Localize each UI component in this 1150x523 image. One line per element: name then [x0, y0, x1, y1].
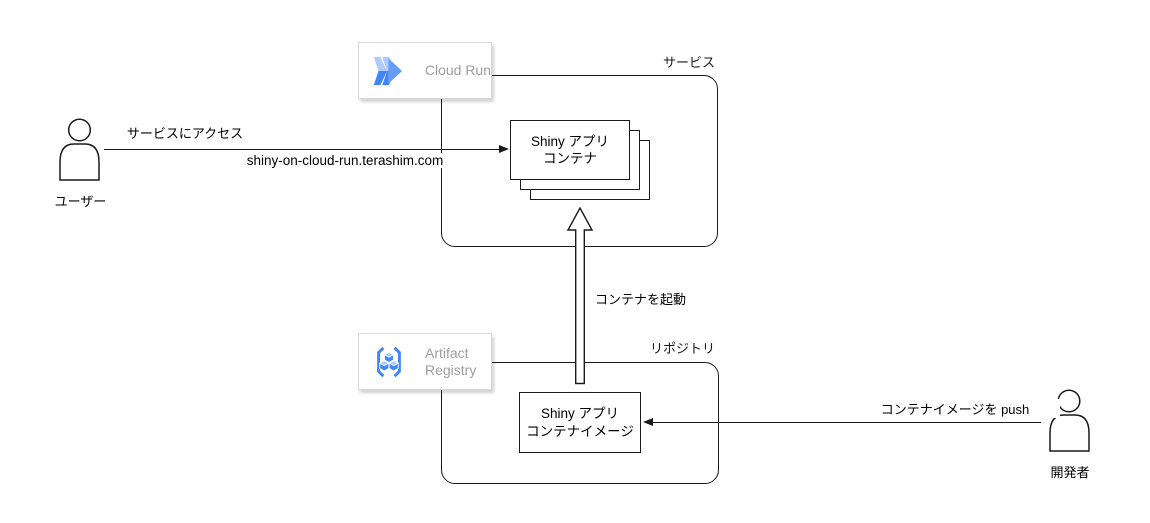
- user-icon: [59, 118, 100, 181]
- push-edge-arrowhead-icon: [643, 417, 653, 426]
- cloud-run-card-label: Cloud Run: [424, 62, 491, 79]
- shiny-container-label-line1: Shiny アプリ: [530, 133, 610, 149]
- shiny-container-node: Shiny アプリ コンテナ: [510, 120, 630, 180]
- developer-label: 開発者: [1050, 465, 1090, 480]
- access-edge-label: サービスにアクセス: [110, 123, 260, 142]
- push-edge-label: コンテナイメージを push: [850, 399, 1060, 418]
- push-edge-line: [651, 421, 1041, 423]
- access-edge-line: [104, 149, 500, 150]
- service-zone-label: サービス: [662, 55, 715, 70]
- user-label: ユーザー: [54, 194, 107, 209]
- repository-zone-label: リポジトリ: [649, 341, 715, 356]
- shiny-container-label-line2: コンテナ: [543, 151, 597, 166]
- cloud-run-icon: [373, 56, 403, 85]
- cloud-run-card: Cloud Run: [358, 42, 492, 99]
- access-edge-arrowhead-icon: [499, 145, 509, 154]
- shiny-image-label-line2: コンテナイメージ: [526, 423, 634, 439]
- shiny-image-label-line1: Shiny アプリ: [540, 406, 620, 422]
- shiny-image-node: Shiny アプリ コンテナイメージ: [519, 392, 641, 453]
- artifact-registry-card: Artifact Registry: [358, 333, 492, 390]
- artifact-registry-card-label: Artifact Registry: [425, 344, 477, 378]
- launch-edge-label: コンテナを起動: [595, 289, 687, 308]
- developer-icon: [1049, 389, 1090, 452]
- artifact-registry-icon: [377, 346, 401, 377]
- access-edge-sublabel: shiny-on-cloud-run.terashim.com: [245, 153, 445, 168]
- launch-arrow-icon: [567, 207, 594, 385]
